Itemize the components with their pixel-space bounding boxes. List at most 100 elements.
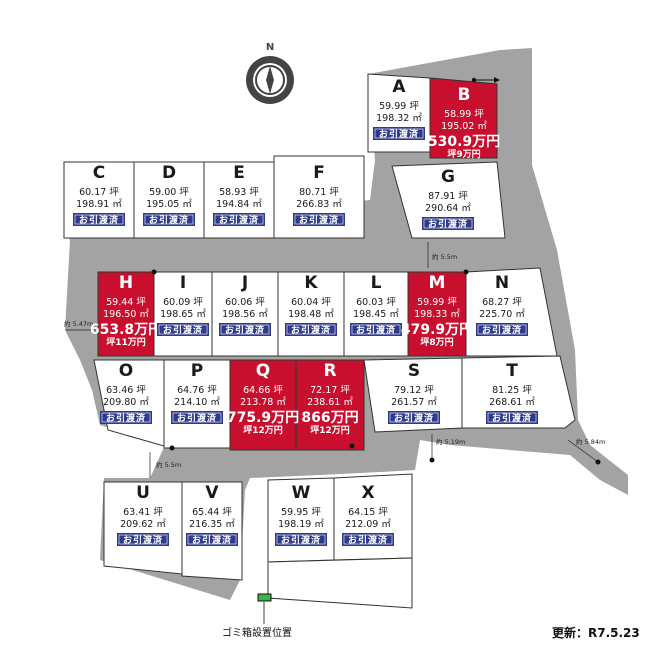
sold-status: お引渡済 [106, 412, 146, 424]
sold-badge-border [351, 324, 401, 335]
sold-badge [186, 533, 238, 546]
sold-badge-border [276, 534, 326, 545]
sold-badge [373, 127, 425, 140]
lot-letter: S [408, 361, 420, 381]
sold-status: お引渡済 [149, 214, 189, 226]
lot-T[interactable] [461, 355, 576, 429]
lot-area: 209.80 ㎡ [103, 397, 149, 408]
compass-letter: N [266, 42, 274, 53]
sold-badge [171, 411, 223, 424]
lot-letter: D [162, 163, 176, 183]
lot-area: 216.35 ㎡ [189, 519, 235, 530]
lot-area: 266.83 ㎡ [296, 199, 342, 210]
lot-area: 238.61 ㎡ [307, 397, 353, 408]
lot-area: 198.19 ㎡ [278, 519, 324, 530]
road-width-mid: 約 5.19m [431, 434, 465, 460]
lot-tsubo: 72.17 坪 [310, 384, 350, 396]
sold-badge-border [286, 324, 336, 335]
road-width-right: 約 5.84m [567, 437, 605, 463]
lot-letter: W [292, 483, 311, 503]
sold-status: お引渡済 [123, 534, 163, 546]
lot-letter: Q [256, 361, 270, 381]
svg-text:約 5.84m: 約 5.84m [576, 437, 605, 446]
sold-badge-border [343, 534, 393, 545]
lot-tsubo: 64.76 坪 [177, 384, 217, 396]
sold-status: お引渡済 [356, 324, 396, 336]
lot-area: 196.50 ㎡ [103, 309, 149, 320]
svg-text:約 5.5m: 約 5.5m [432, 252, 457, 261]
sold-badge-border [487, 412, 537, 423]
sold-status: お引渡済 [428, 218, 468, 230]
lot-area: 198.32 ㎡ [376, 113, 422, 124]
sold-badge-border [74, 214, 124, 225]
lot-V[interactable] [181, 481, 243, 581]
lot-tsubo: 81.25 坪 [492, 384, 532, 396]
lot-letter: U [136, 483, 150, 503]
lot-tsubo: 87.91 坪 [428, 190, 468, 202]
lot-letter: T [506, 361, 518, 381]
lot-price: 653.8万円 [90, 322, 162, 338]
lot-letter: H [119, 273, 133, 293]
lot-R[interactable] [295, 359, 365, 451]
sold-badge-border [374, 128, 424, 139]
lot-tsubo: 63.41 坪 [123, 506, 163, 518]
lot-tsubo: 60.03 坪 [356, 296, 396, 308]
lot-price: 866万円 [301, 410, 358, 426]
lot-unit-price: 坪8万円 [420, 336, 453, 348]
lot-letter: I [180, 273, 186, 293]
lot-tsubo: 59.00 坪 [149, 186, 189, 198]
lot-tsubo: 79.12 坪 [394, 384, 434, 396]
svg-text:約 5.19m: 約 5.19m [436, 437, 465, 446]
sold-status: お引渡済 [348, 534, 388, 546]
lot-area: 198.48 ㎡ [288, 309, 334, 320]
lot-letter: J [241, 273, 248, 293]
lot-G[interactable] [391, 161, 506, 239]
sold-badge-border [144, 214, 194, 225]
lot-area: 212.09 ㎡ [345, 519, 391, 530]
svg-text:約 5.5m: 約 5.5m [156, 460, 181, 469]
update-date: 更新：R7.5.23 [552, 626, 640, 640]
lot-letter: X [361, 483, 374, 503]
sold-badge [476, 323, 528, 336]
sold-badge [100, 411, 152, 424]
sold-badge-border [477, 324, 527, 335]
road-width-lower: 約 5.5m [149, 452, 181, 478]
lot-tsubo: 58.99 坪 [444, 108, 484, 120]
sold-status: お引渡済 [192, 534, 232, 546]
lot-unit-price: 坪9万円 [447, 148, 480, 160]
lot-letter: E [233, 163, 245, 183]
road-width-top: 約 5.5m [427, 242, 457, 268]
sold-badge [486, 411, 538, 424]
lot-letter: L [371, 273, 382, 293]
lot-area: 194.84 ㎡ [216, 199, 262, 210]
lot-unit-price: 坪12万円 [310, 424, 350, 436]
sold-badge [350, 323, 402, 336]
sold-badge [117, 533, 169, 546]
lot-tsubo: 59.99 坪 [379, 100, 419, 112]
lot-tsubo: 60.04 坪 [291, 296, 331, 308]
lot-tsubo: 58.93 坪 [219, 186, 259, 198]
svg-text:約 5.47m: 約 5.47m [64, 319, 93, 328]
lot-tsubo: 60.09 坪 [163, 296, 203, 308]
lot-tsubo: 60.06 坪 [225, 296, 265, 308]
sold-status: お引渡済 [79, 214, 119, 226]
lot-unit-price: 坪12万円 [243, 424, 283, 436]
lot-letter: P [191, 361, 203, 381]
boundary-dots [151, 269, 601, 465]
sold-badge [143, 213, 195, 226]
sold-badge [73, 213, 125, 226]
lot-unit-price: 坪11万円 [106, 336, 146, 348]
garbage-bin-icon [257, 593, 272, 624]
sold-badge-border [389, 412, 439, 423]
lot-area: 198.45 ㎡ [353, 309, 399, 320]
lot-price: 530.9万円 [428, 134, 500, 150]
double-arrow-icon [471, 77, 500, 83]
sold-badge [285, 323, 337, 336]
sold-badge-border [214, 214, 264, 225]
sold-badge [275, 533, 327, 546]
lot-letter: C [93, 163, 105, 183]
sold-badge-border [158, 324, 208, 335]
sold-status: お引渡済 [281, 534, 321, 546]
lot-letter: M [429, 273, 446, 293]
